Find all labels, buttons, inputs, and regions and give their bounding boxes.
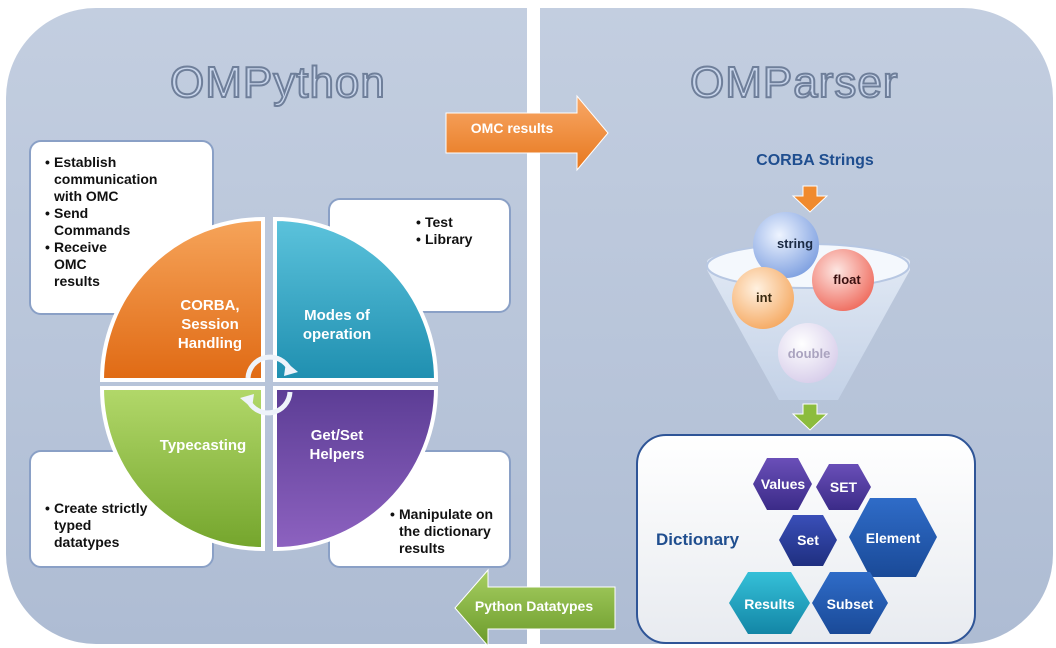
hex-subset — [812, 572, 888, 634]
bullet-send-commands: Send Commands — [45, 205, 130, 239]
bullet-manipulate: Manipulate on the dictionary results — [390, 506, 510, 557]
quadrant-helpers — [273, 386, 439, 552]
ompython-title: OMPython — [169, 57, 386, 108]
omc-results-arrow — [445, 94, 609, 172]
hex-results — [729, 572, 810, 634]
hex-element-label: Element — [865, 530, 921, 546]
corba-strings-title: CORBA Strings — [756, 152, 874, 169]
quadrant-modes-label: Modes of operation — [302, 307, 372, 343]
omc-results-label: OMC results — [470, 120, 554, 136]
quadrant-helpers-label: Get/Set Helpers — [309, 427, 365, 463]
hex-set-upper-label: SET — [829, 479, 858, 495]
bullet-establish: Establish communication with OMC — [45, 154, 157, 205]
bullet-create-typed: Create strictly typed datatypes — [45, 500, 155, 551]
quadrant-typecasting — [99, 386, 265, 552]
down-arrow-orange-icon — [791, 185, 829, 213]
bullet-test: Test — [416, 214, 509, 231]
bubble-float-label: float — [833, 272, 861, 287]
hex-set — [779, 515, 837, 566]
bubble-double-label: double — [787, 346, 831, 361]
hex-set-label: Set — [797, 532, 819, 548]
bubble-float — [812, 249, 874, 311]
cycle-arrowhead-left-icon — [240, 394, 254, 408]
bubble-int-label: int — [756, 290, 772, 305]
hex-element — [849, 498, 937, 577]
quadrant-typecasting-label: Typecasting — [159, 437, 247, 454]
hex-set-upper — [816, 464, 871, 510]
bubble-string-label: string — [776, 236, 814, 251]
down-arrow-green-icon — [791, 403, 829, 431]
bubble-int — [732, 267, 794, 329]
hex-values — [753, 458, 812, 510]
quadrant-modes — [273, 216, 439, 382]
hex-subset-label: Subset — [826, 596, 874, 612]
cycle-arrowhead-right-icon — [284, 362, 298, 376]
hex-values-label: Values — [760, 476, 806, 492]
bubble-double — [778, 323, 838, 383]
bubble-string — [753, 212, 819, 278]
hex-results-label: Results — [744, 596, 795, 612]
dictionary-label: Dictionary — [656, 530, 740, 549]
bullet-library: Library — [416, 231, 509, 248]
python-datatypes-arrow — [454, 568, 616, 648]
python-datatypes-label: Python Datatypes — [474, 598, 594, 614]
quadrant-corba-label: CORBA, Session Handling — [177, 297, 243, 352]
panel-divider — [529, 0, 538, 648]
bullet-receive-results: Receive OMC results — [45, 239, 125, 290]
quadrant-corba — [99, 216, 265, 382]
omparser-title: OMParser — [689, 57, 899, 108]
